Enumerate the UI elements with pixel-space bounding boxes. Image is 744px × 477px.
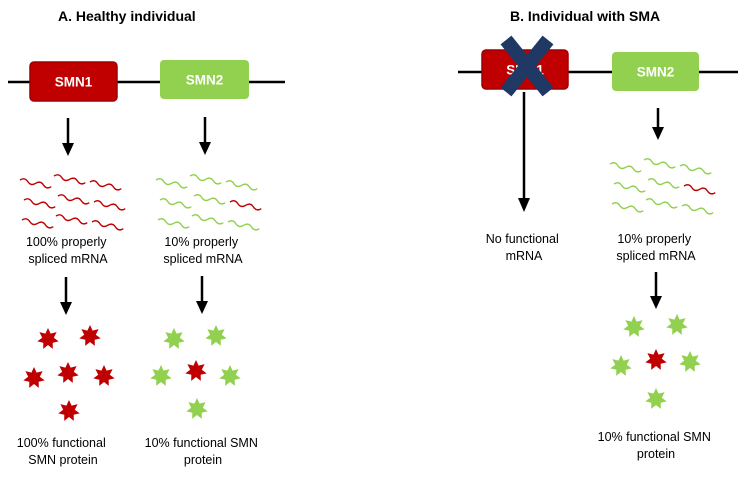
arrow-a-smn1-to-protein (60, 277, 72, 315)
caption-line: 10% functional SMN (145, 436, 258, 450)
mrna-strand (681, 204, 714, 215)
mrna-strand (609, 162, 642, 173)
caption-line: SMN protein (28, 453, 98, 467)
caption-line: 100% functional (17, 436, 106, 450)
caption-line: spliced mRNA (28, 252, 108, 266)
mrna-strand (647, 178, 680, 189)
smn1-label: SMN1 (55, 75, 93, 90)
star-burst-icon (186, 398, 208, 419)
protein-stars-a-smn2 (150, 325, 241, 419)
smn2-label: SMN2 (637, 65, 675, 80)
smn2-box (160, 60, 249, 99)
caption-line: 100% properly (26, 235, 107, 249)
mrna-strand (611, 202, 644, 213)
mrna-strand (157, 218, 190, 229)
star-burst-icon (645, 349, 667, 370)
star-burst-icon (150, 365, 172, 386)
mrna-strand (683, 184, 716, 195)
arrow-a-smn1-to-mrna (62, 118, 74, 156)
arrow-b-smn1-to-result (518, 92, 530, 212)
protein-stars-b-smn2 (610, 314, 701, 409)
panel-a: A. Healthy individual SMN1 SMN2 100% pro… (8, 8, 285, 467)
arrow-a-smn2-to-mrna (199, 117, 211, 155)
caption-line: spliced mRNA (616, 249, 696, 263)
mrna-strand (191, 214, 224, 225)
caption-b-smn2-mrna: 10% properly spliced mRNA (616, 232, 696, 263)
smn1-box (29, 61, 118, 102)
star-burst-icon (185, 360, 207, 381)
caption-line: spliced mRNA (163, 252, 243, 266)
star-burst-icon (79, 325, 101, 346)
mrna-strand (643, 158, 676, 169)
mrna-strand (227, 220, 260, 231)
mrna-strand (55, 214, 88, 225)
star-burst-icon (205, 325, 227, 346)
panel-a-title: A. Healthy individual (58, 8, 196, 24)
caption-line: 10% properly (164, 235, 238, 249)
star-burst-icon (58, 400, 80, 421)
mrna-strand (229, 200, 262, 211)
arrow-a-smn2-to-protein (196, 276, 208, 314)
caption-b-smn1-mrna: No functional mRNA (486, 232, 562, 263)
mrna-strand (23, 198, 56, 209)
caption-line: 10% properly (617, 232, 691, 246)
smn2-label: SMN2 (186, 73, 224, 88)
star-burst-icon (219, 365, 241, 386)
star-burst-icon (163, 328, 185, 349)
star-burst-icon (37, 328, 59, 349)
mrna-strand (89, 180, 122, 191)
mrna-strands-a-smn1 (19, 174, 126, 231)
mrna-strand (189, 174, 222, 185)
panel-b-smn1-gene-deleted: SMN1 (481, 35, 569, 97)
protein-stars-a-smn1 (23, 325, 115, 421)
mrna-strand (21, 218, 54, 229)
mrna-strands-b-smn2 (609, 158, 716, 215)
caption-line: protein (637, 447, 675, 461)
caption-b-smn2-protein: 10% functional SMN protein (598, 430, 715, 461)
caption-a-smn1-protein: 100% functional SMN protein (17, 436, 109, 467)
star-burst-icon (679, 351, 701, 372)
mrna-strand (193, 194, 226, 205)
mrna-strand (645, 198, 678, 209)
caption-line: No functional (486, 232, 559, 246)
mrna-strand (53, 174, 86, 185)
star-burst-icon (93, 365, 115, 386)
mrna-strand (155, 178, 188, 189)
x-cross-icon (500, 35, 554, 97)
caption-line: 10% functional SMN (598, 430, 711, 444)
panel-a-smn2-gene: SMN2 (160, 60, 249, 99)
mrna-strand (91, 220, 124, 231)
arrow-b-smn2-to-mrna (652, 108, 664, 140)
caption-line: mRNA (506, 249, 543, 263)
star-burst-icon (23, 367, 45, 388)
star-burst-icon (666, 314, 688, 335)
panel-b-title: B. Individual with SMA (510, 8, 660, 24)
mrna-strand (93, 200, 126, 211)
star-burst-icon (57, 362, 79, 383)
caption-a-smn1-mrna: 100% properly spliced mRNA (26, 235, 110, 266)
panel-b-smn2-gene: SMN2 (612, 52, 699, 91)
caption-line: protein (184, 453, 222, 467)
caption-a-smn2-protein: 10% functional SMN protein (145, 436, 262, 467)
mrna-strand (159, 198, 192, 209)
mrna-strand (225, 180, 258, 191)
star-burst-icon (623, 316, 645, 337)
panel-b: B. Individual with SMA SMN1 SMN2 (458, 8, 738, 461)
mrna-strand (19, 178, 52, 189)
mrna-strand (613, 182, 646, 193)
mrna-strands-a-smn2 (155, 174, 262, 231)
smn2-box (612, 52, 699, 91)
mrna-strand (57, 194, 90, 205)
panel-a-smn1-gene: SMN1 (29, 61, 118, 102)
star-burst-icon (645, 388, 667, 409)
star-burst-icon (610, 355, 632, 376)
mrna-strand (679, 164, 712, 175)
caption-a-smn2-mrna: 10% properly spliced mRNA (163, 235, 243, 266)
arrow-b-smn2-to-protein (650, 272, 662, 309)
